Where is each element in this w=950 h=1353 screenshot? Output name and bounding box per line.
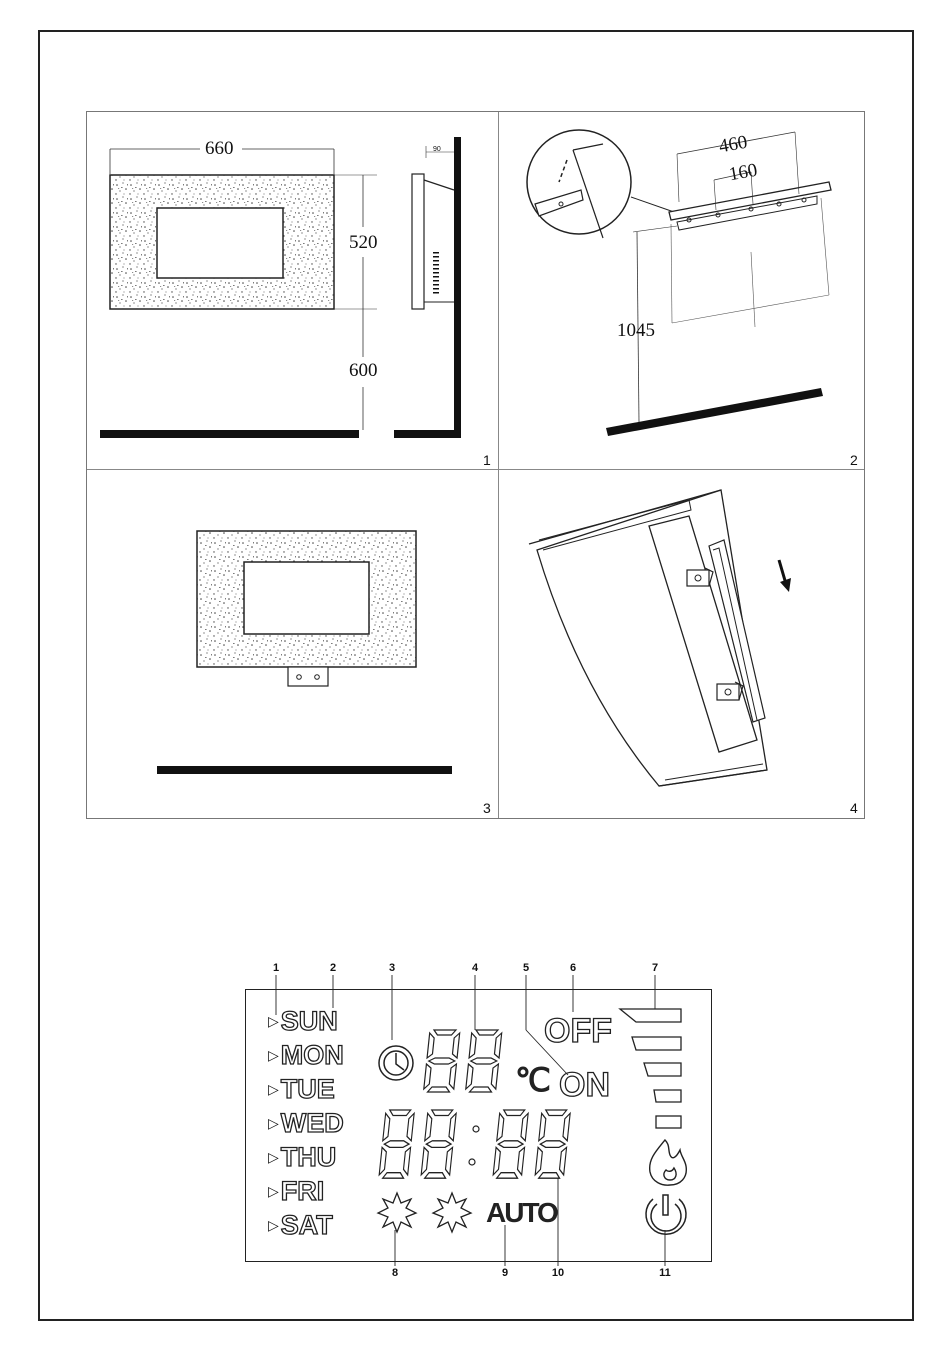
time-digits xyxy=(379,1110,571,1178)
level-bars-icon xyxy=(620,1009,681,1128)
power-icon xyxy=(646,1195,686,1234)
sun-icon xyxy=(378,1193,416,1232)
flame-icon xyxy=(650,1140,687,1185)
sun-icon xyxy=(433,1193,471,1232)
clock-icon xyxy=(379,1046,413,1080)
temperature-digits xyxy=(423,1030,502,1092)
